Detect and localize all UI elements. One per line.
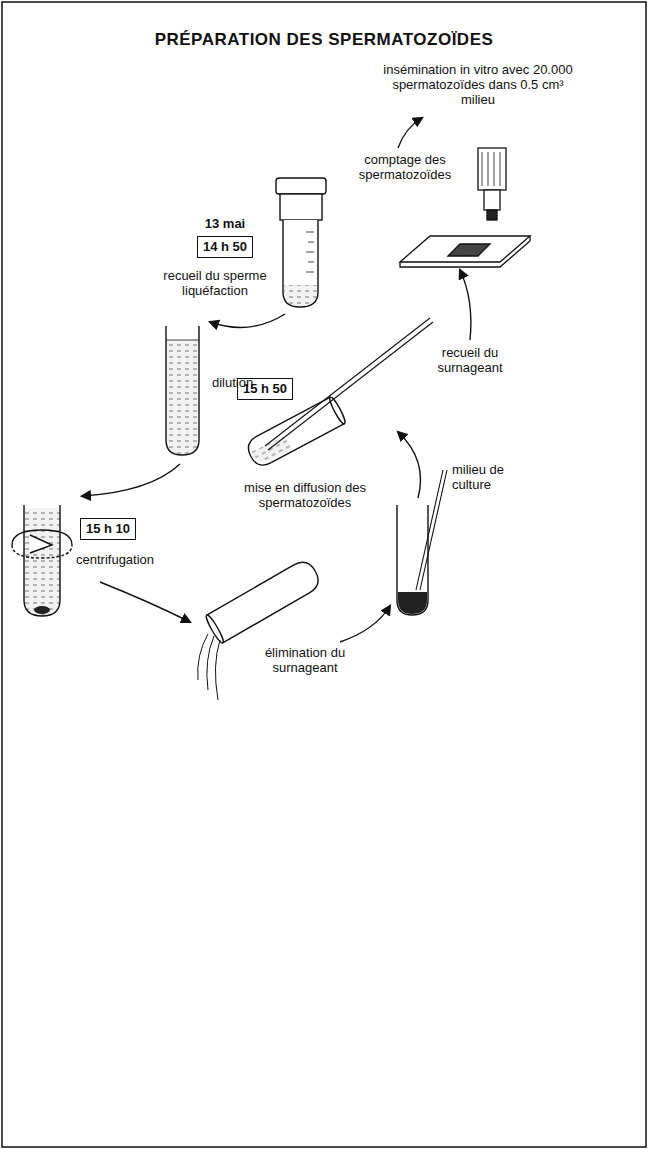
step-arrow: [210, 314, 285, 327]
capped-tube: [276, 178, 326, 307]
step-arrow: [340, 606, 390, 642]
step-label: recueil du sperme liquéfaction: [153, 268, 278, 298]
time-text: 15 h 10: [86, 521, 130, 536]
step-arrow: [100, 582, 190, 622]
pouring-stream: [198, 634, 220, 700]
step-label: comptage des spermatozoïdes: [355, 152, 455, 182]
step-label: insémination in vitro avec 20.000 sperma…: [383, 62, 573, 107]
step-label: centrifugation: [76, 552, 176, 567]
centrifuge-tube: [12, 505, 72, 616]
diffusion-tube: [397, 470, 447, 615]
time-box: 14 h 50: [197, 236, 253, 258]
step-label: 13 mai: [190, 216, 260, 231]
step-label: milieu de culture: [452, 462, 518, 492]
collection-tube: [244, 396, 347, 470]
title: PRÉPARATION DES SPERMATOZOÏDES: [0, 30, 648, 50]
step-arrow: [398, 118, 422, 148]
time-box: 15 h 10: [80, 518, 136, 540]
dilution-tube: [166, 326, 199, 455]
step-arrow: [398, 432, 421, 498]
pouring-tube: [204, 557, 323, 644]
step-label: recueil du surnageant: [420, 345, 520, 375]
step-arrow: [460, 270, 471, 340]
step-label: dilution: [212, 375, 292, 390]
step-label: élimination du surnageant: [253, 645, 358, 675]
step-label: mise en diffusion des spermatozoïdes: [243, 480, 368, 510]
time-text: 14 h 50: [203, 239, 247, 254]
step-arrow: [82, 464, 180, 496]
